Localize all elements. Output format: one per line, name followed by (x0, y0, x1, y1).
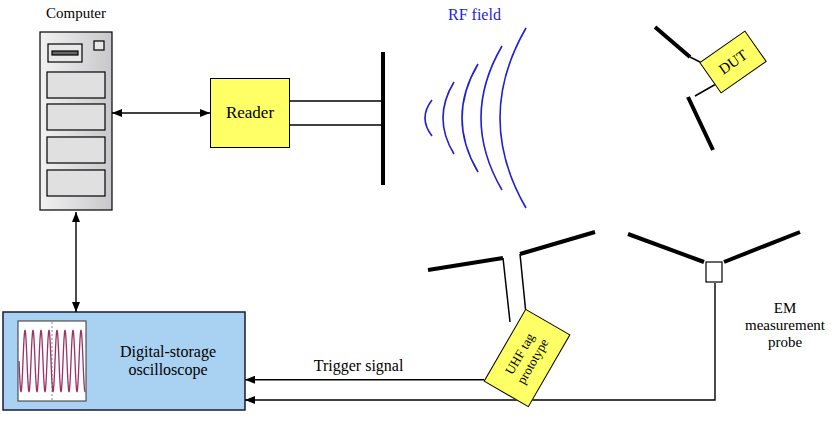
node-text: DUT (716, 46, 751, 77)
computer-tower (40, 32, 112, 210)
connector (75, 212, 76, 312)
node-text: Digital-storage oscilloscope (91, 343, 245, 379)
reader-box: Reader (210, 78, 290, 148)
field-label: RF field (448, 6, 501, 24)
tag-box: UHF tag prototype (483, 309, 570, 408)
node-text: EM measurement probe (742, 300, 828, 350)
node-text: Computer (46, 5, 106, 22)
rf-field-waves (425, 28, 526, 208)
node-text: Reader (226, 103, 274, 122)
node-text: UHF tag prototype (494, 315, 560, 401)
connector (245, 283, 715, 400)
edge-label: Trigger signal (312, 357, 406, 375)
dut-antenna (655, 27, 716, 150)
tag-antenna (428, 232, 595, 322)
reader-antenna (290, 52, 383, 185)
probe-antenna (628, 232, 800, 282)
dut-box: DUT (699, 30, 767, 93)
oscilloscope-box: Digital-storage oscilloscope (3, 312, 245, 410)
probe-node: EM measurement probe (625, 228, 805, 283)
connector (245, 379, 484, 380)
computer-node: Computer (40, 5, 112, 212)
connector (112, 112, 210, 113)
oscilloscope-body (3, 312, 245, 410)
